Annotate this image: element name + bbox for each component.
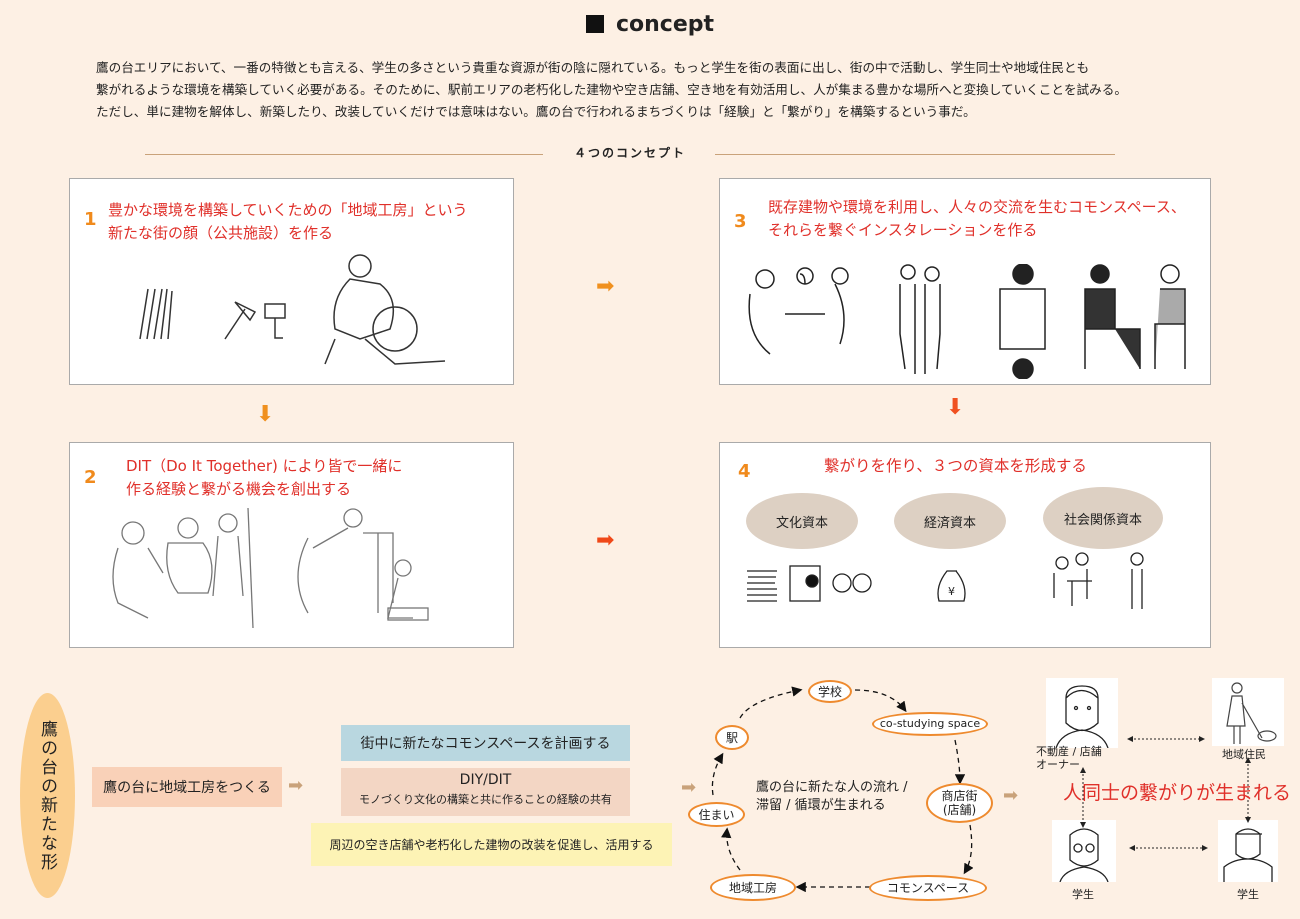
capital-economic: 経済資本 xyxy=(894,493,1006,549)
connection-arrows xyxy=(1080,736,1251,851)
page-title: concept xyxy=(0,12,1300,37)
divider xyxy=(715,154,1115,155)
diy-box: DIY/DIT モノづくり文化の構築と共に作ることの経験の共有 xyxy=(341,768,630,816)
start-box: 鷹の台に地域工房をつくる xyxy=(92,767,282,807)
result-text: 人同士の繋がりが生まれる xyxy=(1063,782,1292,804)
cycle-center-text: 鷹の台に新たな人の流れ /滞留 / 循環が生まれる xyxy=(756,780,908,813)
arrow-right-icon: ➡ xyxy=(1003,785,1019,806)
node-school: 学校 xyxy=(808,680,852,703)
resident-label: 地域住民 xyxy=(1222,748,1266,761)
common-space-box: 街中に新たなコモンスペースを計画する xyxy=(341,725,630,761)
student-portrait-2 xyxy=(1218,820,1278,882)
square-icon xyxy=(585,15,604,33)
tools-illustration xyxy=(139,254,446,365)
student-label-2: 学生 xyxy=(1237,888,1259,901)
concept-card-4: 4 繋がりを作り、３つの資本を形成する 文化資本 経済資本 社会関係資本 ¥ xyxy=(719,442,1211,648)
owner-label: 不動産 / 店舗オーナー xyxy=(1036,745,1102,771)
node-workshop: 地域工房 xyxy=(710,874,796,901)
arrow-right-icon: ➡ xyxy=(681,777,697,798)
node-station: 駅 xyxy=(715,725,749,750)
divider xyxy=(145,154,543,155)
arrow-right-icon: ➡ xyxy=(596,274,615,299)
node-common: コモンスペース xyxy=(869,875,987,901)
concept-card-1: 1 豊かな環境を構築していくための「地域工房」という新たな街の顔（公共施設）を作… xyxy=(69,178,514,385)
intro-text: 鷹の台エリアにおいて、一番の特徴とも言える、学生の多さという貴重な資源が街の陰に… xyxy=(96,60,1127,119)
node-costudy: co-studying space xyxy=(872,712,988,736)
subtitle: ４つのコンセプト xyxy=(573,146,686,160)
diy-illustration xyxy=(112,508,429,629)
concept-card-3: 3 既存建物や環境を利用し、人々の交流を生むコモンスペース、それらを繋ぐインスタ… xyxy=(719,178,1211,385)
renovation-box: 周辺の空き店舗や老朽化した建物の改装を促進し、活用する xyxy=(311,823,672,866)
cycle-arrows xyxy=(711,686,974,893)
arrow-right-icon: ➡ xyxy=(288,775,304,796)
resident-portrait xyxy=(1212,678,1284,746)
capital-culture: 文化資本 xyxy=(746,493,858,549)
svg-text:¥: ¥ xyxy=(948,585,955,598)
arrow-right-icon: ➡ xyxy=(596,528,615,553)
people-illustration xyxy=(748,264,1186,379)
student-label-1: 学生 xyxy=(1072,888,1094,901)
owner-portrait xyxy=(1046,678,1118,748)
capital-social: 社会関係資本 xyxy=(1043,487,1163,549)
concept-card-2: 2 DIT（Do It Together) により皆で一緒に作る経験と繋がる機会… xyxy=(69,442,514,648)
node-shops: 商店街(店舗) xyxy=(926,783,993,823)
capital-icons: ¥ xyxy=(747,552,1144,609)
student-portrait-1 xyxy=(1052,820,1116,882)
arrow-down-icon: ⬇ xyxy=(946,395,965,420)
arrow-down-icon: ⬇ xyxy=(256,402,275,427)
side-label: 鷹の台の新たな形 xyxy=(20,693,75,898)
node-home: 住まい xyxy=(688,802,745,827)
